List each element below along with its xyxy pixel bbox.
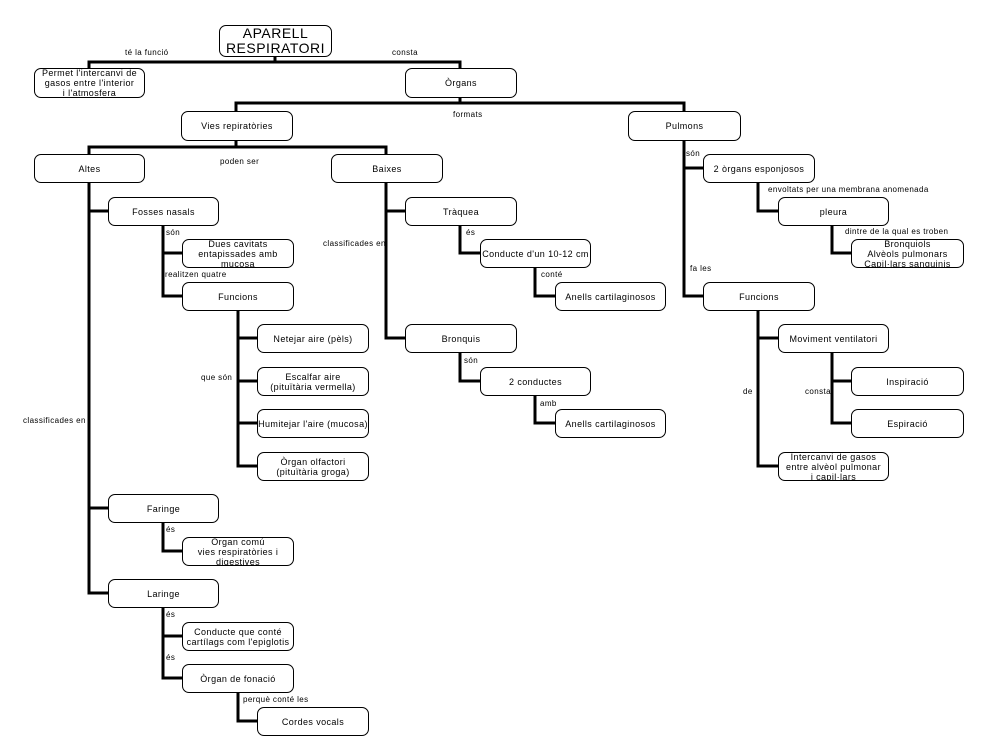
node-anells-bronquis: Anells cartilaginosos: [555, 409, 666, 438]
node-bronquiols: Bronquiols Alvèols pulmonars Capil·lars …: [851, 239, 964, 268]
node-faringe: Faringe: [108, 494, 219, 523]
node-moviment-ventilatori: Moviment ventilatori: [778, 324, 889, 353]
link-label: és: [466, 228, 476, 237]
node-escalfar: Escalfar aire (pituïtària vermella): [257, 367, 369, 396]
node-pulmons: Pulmons: [628, 111, 741, 141]
link-label: realitzen quatre: [165, 270, 227, 279]
node-funcions-pulmons: Funcions: [703, 282, 815, 311]
node-inspiracio: Inspiració: [851, 367, 964, 396]
link-label: són: [686, 149, 701, 158]
node-humitejar: Humitejar l'aire (mucosa): [257, 409, 369, 438]
link-label: formats: [453, 110, 483, 119]
node-altes: Altes: [34, 154, 145, 183]
link-label: és: [166, 653, 176, 662]
node-dues-cavitats: Dues cavitats entapissades amb mucosa: [182, 239, 294, 268]
node-vies-respiratories: Vies repiratòries: [181, 111, 293, 141]
node-anells-traquea: Anells cartilaginosos: [555, 282, 666, 311]
node-bronquis: Bronquis: [405, 324, 517, 353]
link-label: amb: [540, 399, 557, 408]
node-fosses-nasals: Fosses nasals: [108, 197, 219, 226]
link-label: classificades en: [23, 416, 86, 425]
node-organs: Òrgans: [405, 68, 517, 98]
link-label: és: [166, 525, 176, 534]
node-laringe: Laringe: [108, 579, 219, 608]
link-label: té la funció: [125, 48, 169, 57]
node-pleura: pleura: [778, 197, 889, 226]
node-aparell-respiratori: APARELL RESPIRATORI: [219, 25, 332, 57]
link-label: fa les: [690, 264, 712, 273]
link-label: conté: [541, 270, 563, 279]
node-organ-comu: Òrgan comú vies respiratòries i digestiv…: [182, 537, 294, 566]
link-label: perquè conté les: [243, 695, 309, 704]
node-baixes: Baixes: [331, 154, 443, 183]
link-label: són: [464, 356, 479, 365]
link-label: de: [743, 387, 753, 396]
node-espiracio: Espiració: [851, 409, 964, 438]
node-conducte-cartilegs: Conducte que conté cartílags com l'epigl…: [182, 622, 294, 651]
link-label: és: [166, 610, 176, 619]
node-funcio: Permet l'intercanvi de gasos entre l'int…: [34, 68, 145, 98]
node-funcions-fosses: Funcions: [182, 282, 294, 311]
node-conducte-traquea: Conducte d'un 10-12 cm: [480, 239, 591, 268]
link-label: consta: [805, 387, 831, 396]
node-cordes-vocals: Cordes vocals: [257, 707, 369, 736]
link-label: consta: [392, 48, 418, 57]
node-organs-esponjosos: 2 òrgans esponjosos: [703, 154, 815, 183]
link-label: són: [166, 228, 181, 237]
node-netejar: Netejar aire (pèls): [257, 324, 369, 353]
link-label: envoltats per una membrana anomenada: [768, 185, 929, 194]
link-label: poden ser: [220, 157, 260, 166]
node-organ-fonacio: Òrgan de fonació: [182, 664, 294, 693]
link-label: classificades en: [323, 239, 386, 248]
link-label: dintre de la qual es troben: [845, 227, 949, 236]
link-label: que són: [201, 373, 233, 382]
node-traquea: Tràquea: [405, 197, 517, 226]
node-intercanvi-gasos: Intercanvi de gasos entre alvèol pulmona…: [778, 452, 889, 481]
node-2-conductes: 2 conductes: [480, 367, 591, 396]
node-organ-olfactori: Òrgan olfactori (pituïtària groga): [257, 452, 369, 481]
